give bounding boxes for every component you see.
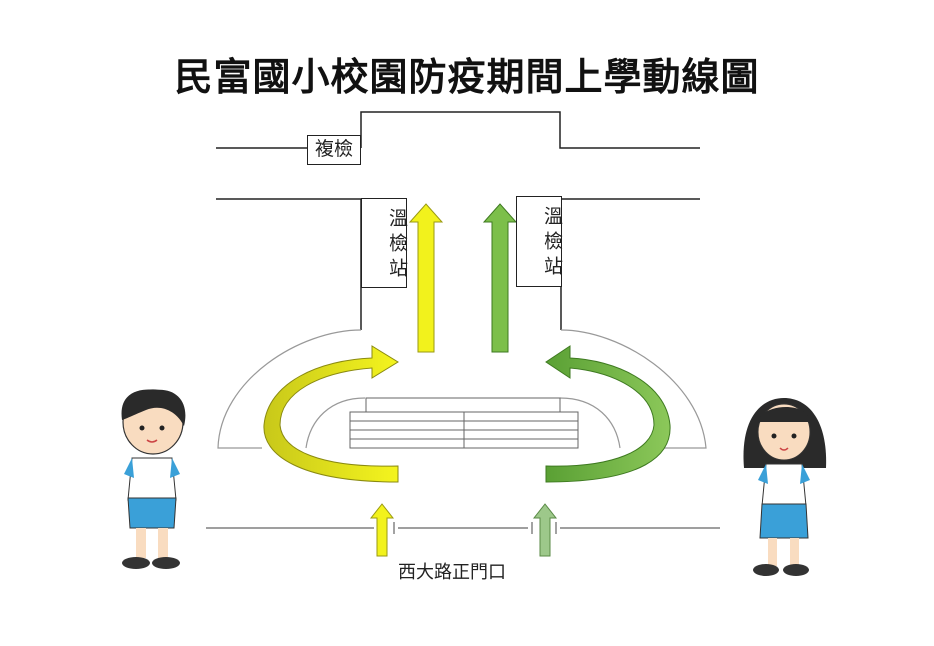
left-up-arrow bbox=[408, 203, 444, 353]
walkway-outline bbox=[217, 329, 707, 449]
temp-station-left: 溫檢站 bbox=[361, 198, 408, 288]
gate-right-arrow bbox=[532, 503, 558, 557]
temp-station-right: 溫檢站 bbox=[516, 196, 563, 287]
left-curved-arrow bbox=[263, 345, 399, 483]
right-up-arrow bbox=[482, 203, 518, 353]
page-title: 民富國小校園防疫期間上學動線圖 bbox=[174, 55, 760, 99]
steps bbox=[349, 397, 579, 449]
recheck-label: 複檢 bbox=[307, 135, 361, 165]
right-curved-arrow bbox=[545, 345, 671, 483]
gate-label: 西大路正門口 bbox=[398, 562, 506, 583]
girl-illustration bbox=[743, 398, 827, 576]
gate-left-arrow bbox=[369, 503, 395, 557]
boy-illustration bbox=[121, 389, 186, 569]
gate-line bbox=[206, 522, 720, 534]
building-outline bbox=[216, 111, 700, 330]
